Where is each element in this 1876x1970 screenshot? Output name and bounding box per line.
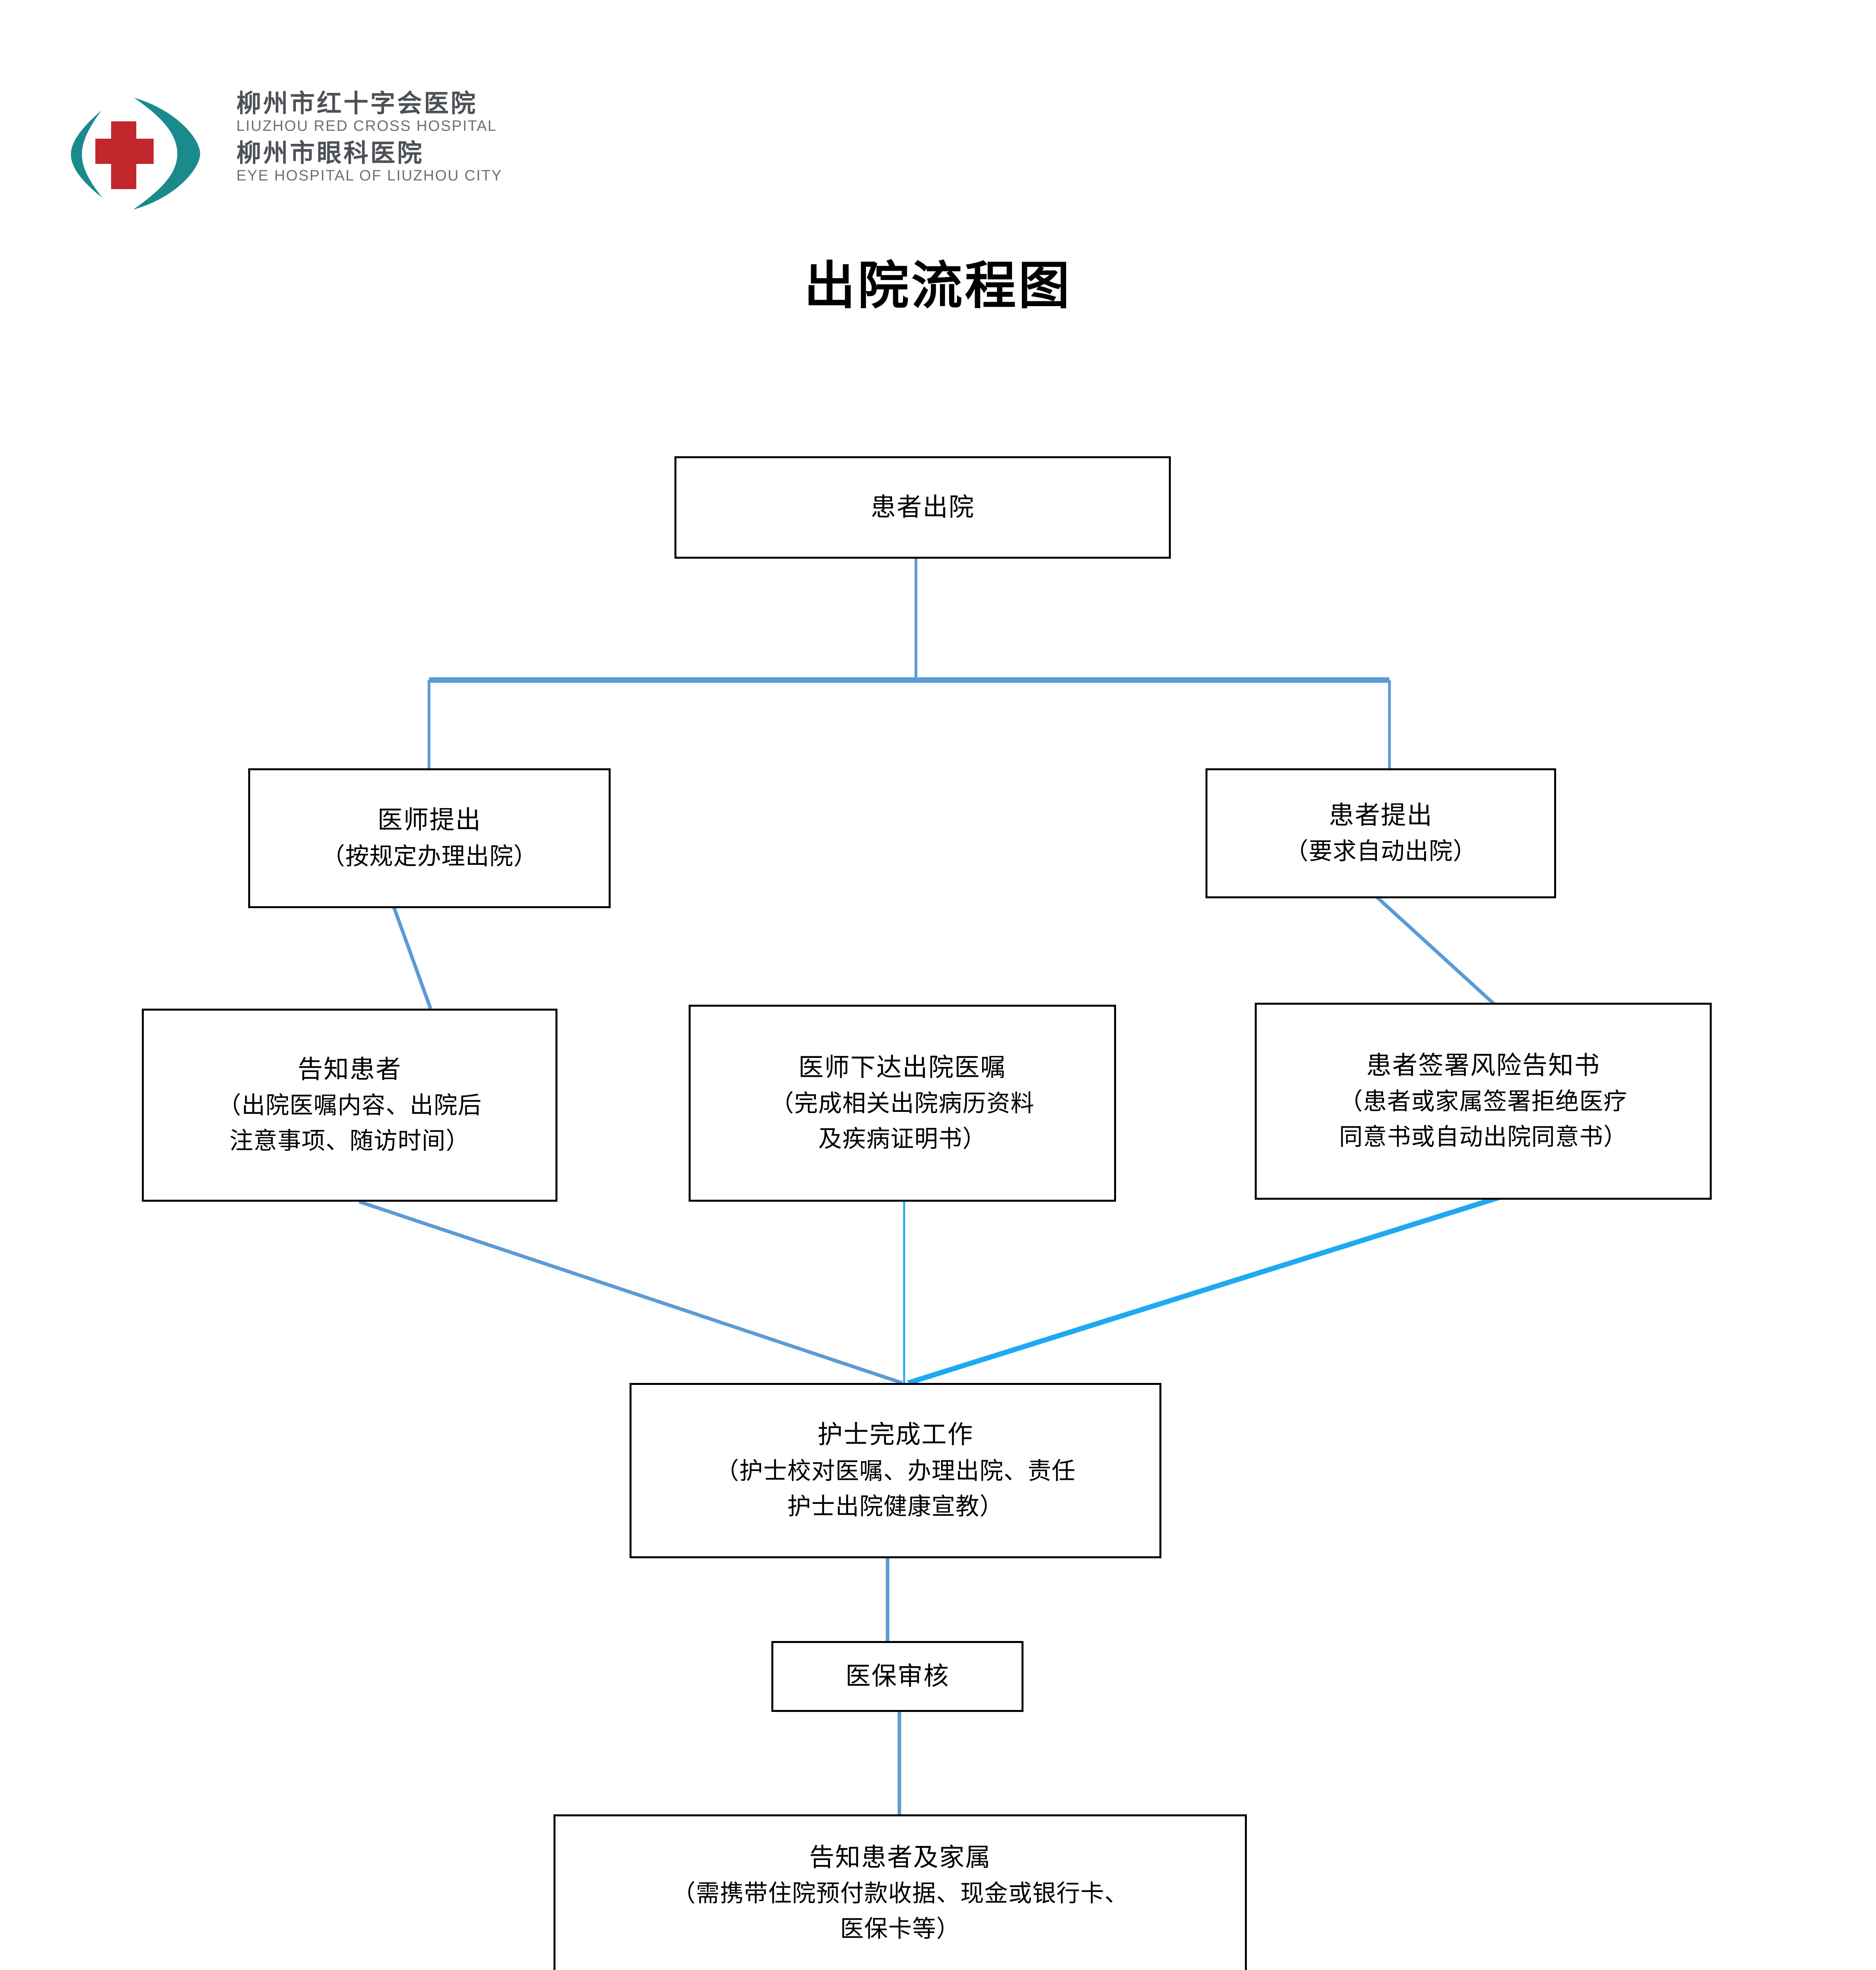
node-branch-right[interactable]: 患者提出 （要求自动出院） — [1205, 768, 1556, 898]
node-inform-family[interactable]: 告知患者及家属 （需携带住院预付款收据、现金或银行卡、 医保卡等） — [554, 1814, 1247, 1970]
node-doctor-orders[interactable]: 医师下达出院医嘱 （完成相关出院病历资料 及疾病证明书） — [689, 1005, 1116, 1202]
hospital-name-en-1: LIUZHOU RED CROSS HOSPITAL — [236, 117, 497, 134]
red-cross-eye-logo-icon — [59, 95, 225, 213]
hospital-logo: 柳州市红十字会医院 LIUZHOU RED CROSS HOSPITAL 柳州市… — [59, 91, 591, 221]
node-doctor-orders-sub-0: （完成相关出院病历资料 — [770, 1091, 1035, 1117]
node-branch-right-head: 患者提出 — [1329, 801, 1433, 829]
node-nurse-work[interactable]: 护士完成工作 （护士校对医嘱、办理出院、责任 护士出院健康宣教） — [630, 1383, 1161, 1558]
node-nurse-work-head: 护士完成工作 — [817, 1421, 973, 1449]
hospital-name-block: 柳州市红十字会医院 LIUZHOU RED CROSS HOSPITAL 柳州市… — [236, 91, 591, 190]
page-title: 出院流程图 — [804, 258, 1072, 315]
node-inform-patient-sub-0: （出院医嘱内容、出院后 — [217, 1093, 482, 1119]
node-risk-notice-head: 患者签署风险告知书 — [1366, 1051, 1600, 1080]
node-insurance-review[interactable]: 医保审核 — [771, 1641, 1023, 1712]
node-inform-family-sub-1: 医保卡等） — [840, 1916, 960, 1942]
node-start[interactable]: 患者出院 — [674, 456, 1171, 559]
node-inform-patient[interactable]: 告知患者 （出院医嘱内容、出院后 注意事项、随访时间） — [142, 1009, 557, 1202]
hospital-name-en-2: EYE HOSPITAL OF LIUZHOU CITY — [236, 167, 503, 184]
hospital-name-cn-2: 柳州市眼科医院 — [236, 139, 424, 167]
node-nurse-work-sub-0: （护士校对医嘱、办理出院、责任 — [715, 1458, 1076, 1484]
node-risk-notice[interactable]: 患者签署风险告知书 （患者或家属签署拒绝医疗 同意书或自动出院同意书） — [1255, 1003, 1712, 1200]
node-inform-family-sub-0: （需携带住院预付款收据、现金或银行卡、 — [672, 1881, 1129, 1907]
hospital-name-cn-1: 柳州市红十字会医院 — [236, 90, 477, 117]
node-inform-patient-head: 告知患者 — [297, 1055, 402, 1084]
node-start-head: 患者出院 — [871, 493, 975, 521]
node-doctor-orders-sub-1: 及疾病证明书） — [818, 1126, 986, 1152]
node-branch-right-sub-0: （要求自动出院） — [1285, 838, 1477, 865]
node-nurse-work-sub-1: 护士出院健康宣教） — [787, 1493, 1004, 1520]
node-risk-notice-sub-1: 同意书或自动出院同意书） — [1339, 1124, 1627, 1150]
node-branch-left-sub-0: （按规定办理出院） — [321, 843, 538, 870]
node-risk-notice-sub-0: （患者或家属签署拒绝医疗 — [1339, 1089, 1627, 1115]
node-inform-family-head: 告知患者及家属 — [809, 1843, 991, 1872]
node-branch-left[interactable]: 医师提出 （按规定办理出院） — [248, 768, 611, 908]
node-doctor-orders-head: 医师下达出院医嘱 — [798, 1053, 1007, 1082]
node-insurance-review-head: 医保审核 — [845, 1662, 949, 1690]
node-branch-left-head: 医师提出 — [377, 806, 481, 834]
node-inform-patient-sub-1: 注意事项、随访时间） — [229, 1128, 470, 1154]
